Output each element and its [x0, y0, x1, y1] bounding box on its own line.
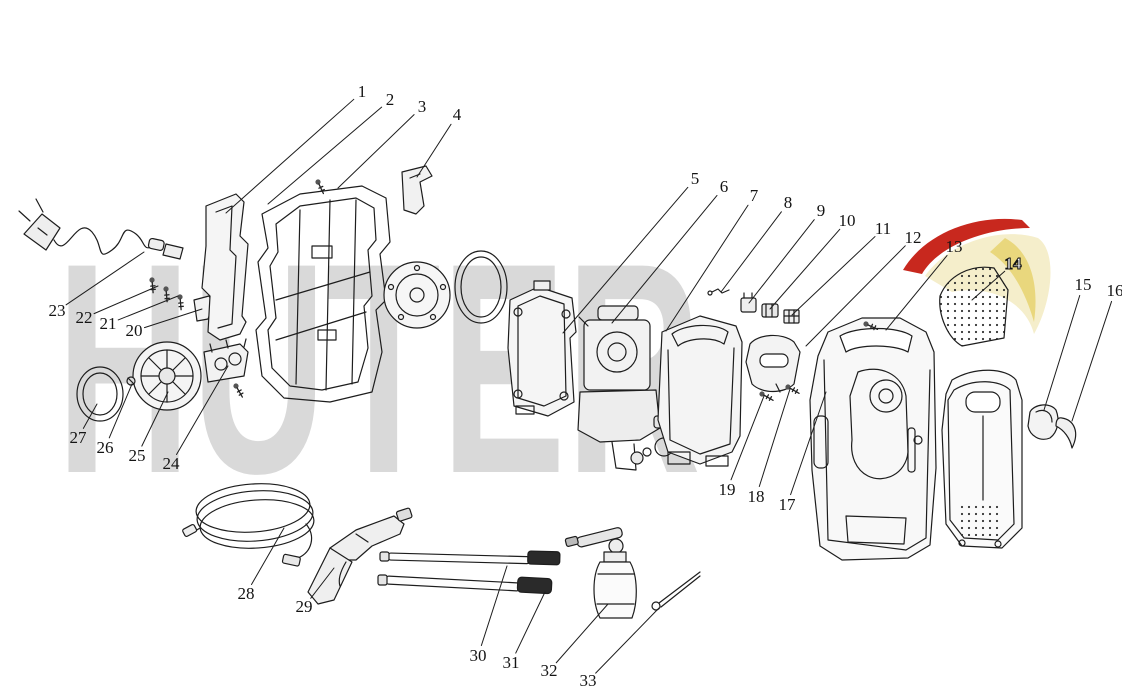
vent-grille [939, 266, 1009, 347]
hook-clip [1055, 417, 1077, 449]
swoosh-yellow [990, 238, 1036, 322]
foam-bottle [564, 527, 637, 619]
capacitor [740, 292, 757, 313]
switch [761, 303, 779, 318]
spray-gun [307, 507, 413, 605]
motor-shell-front [507, 280, 577, 417]
lance-tube [379, 550, 561, 566]
washer-screw [126, 376, 136, 386]
hose-coil [182, 483, 315, 567]
large-o-ring [454, 250, 508, 324]
leader-lines [65, 98, 1113, 674]
brush-holder [203, 338, 249, 383]
seal-ring [76, 366, 124, 422]
cleaning-needle [651, 571, 701, 611]
housing-left-half [255, 185, 391, 403]
main-body [809, 317, 937, 561]
side-bracket [201, 193, 249, 341]
lance-nozzle [377, 574, 553, 595]
wire-lead [707, 288, 730, 296]
power-cord [18, 198, 184, 260]
swoosh-red [903, 218, 1030, 274]
knob [1027, 404, 1059, 440]
motor-fan [383, 261, 451, 329]
back-panel [941, 369, 1023, 549]
terminal-block [783, 309, 800, 324]
housing-right-half [657, 315, 743, 467]
switch-cover-plate [745, 334, 801, 393]
fan-wheel [132, 341, 202, 411]
